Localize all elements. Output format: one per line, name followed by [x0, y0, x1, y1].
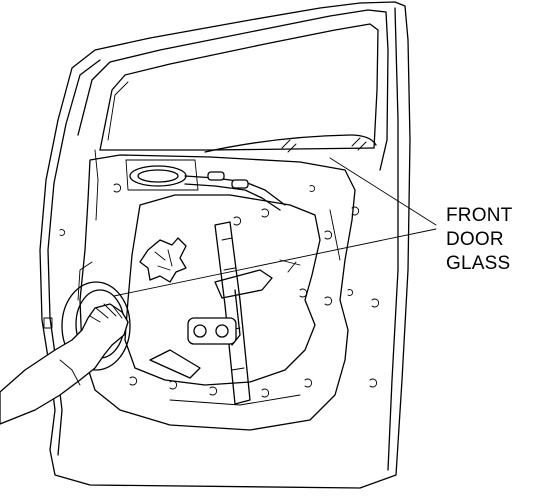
inner-handle-slot — [125, 159, 199, 191]
front-door-glass-callout: FRONT DOOR GLASS — [446, 204, 512, 276]
callout-line-1: FRONT — [446, 205, 513, 226]
door-outer-frame — [39, 1, 411, 489]
callout-line-2: DOOR — [446, 229, 504, 250]
sealing-screen — [139, 237, 187, 283]
window-frame — [77, 9, 389, 221]
callout-leader-lines — [113, 157, 437, 297]
callout-line-3: GLASS — [446, 253, 511, 274]
front-door-glass — [204, 134, 377, 153]
service-holes — [43, 183, 380, 398]
window-regulator — [149, 221, 301, 405]
hand-and-arm — [0, 303, 129, 425]
inner-door-panel — [77, 154, 356, 431]
cables — [184, 171, 286, 211]
